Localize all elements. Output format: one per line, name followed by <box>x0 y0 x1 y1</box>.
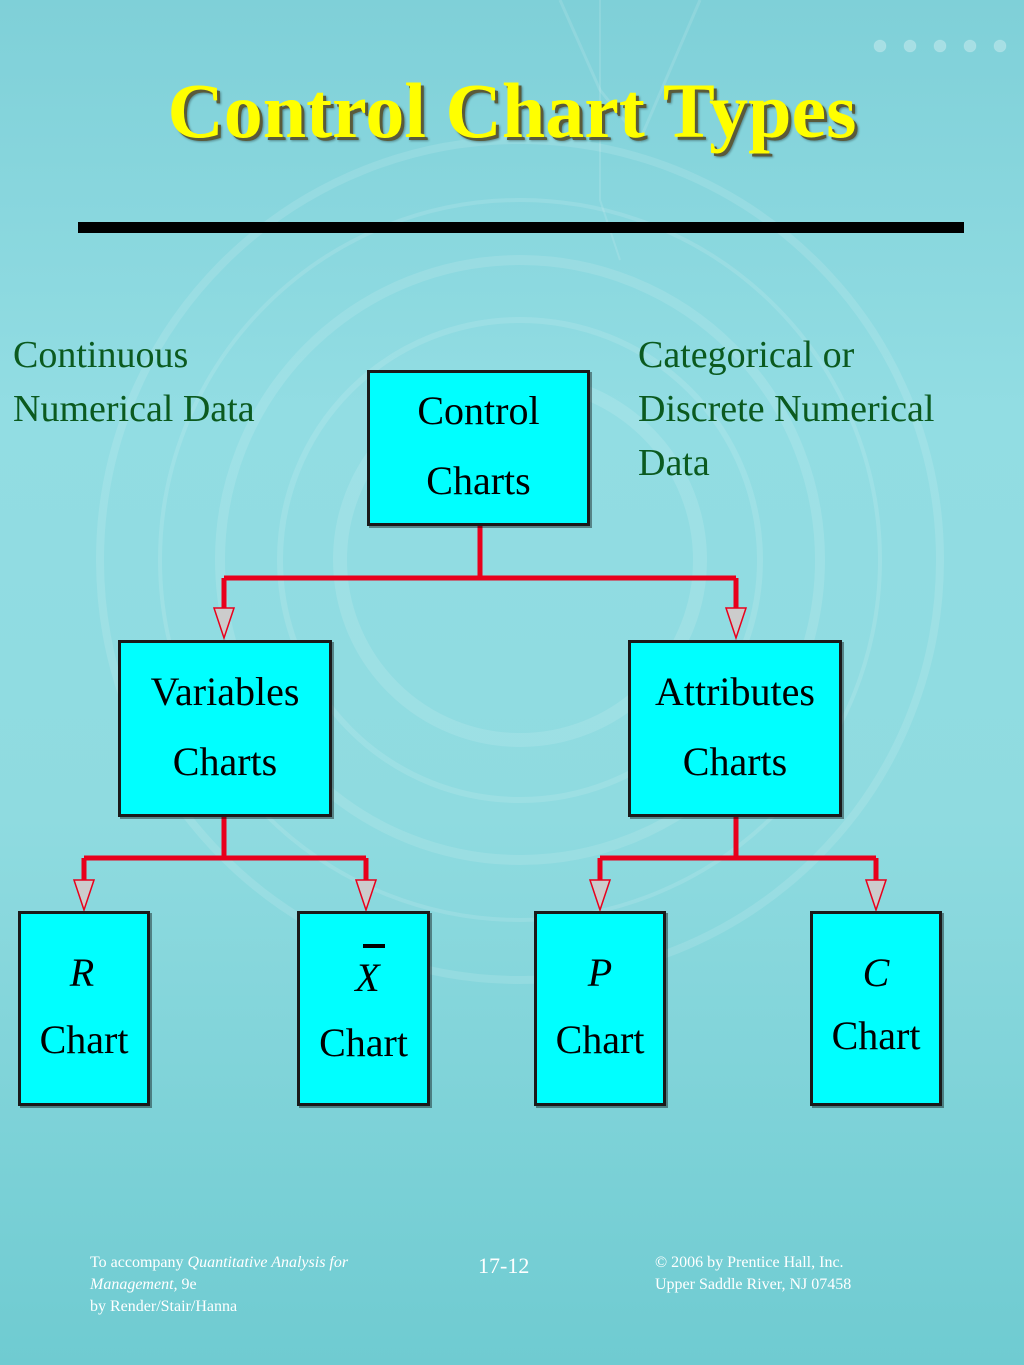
title-divider <box>78 222 964 233</box>
footer-book-title: Quantitative Analysis for Management, <box>90 1254 349 1293</box>
footer-authors: by Render/Stair/Hanna <box>90 1298 238 1315</box>
c-chart-box: C Chart <box>810 911 942 1106</box>
arrowhead-to-c-chart <box>864 879 888 913</box>
note-right-line-2: Discrete Numerical <box>638 388 935 430</box>
arrowhead-to-r-chart <box>72 879 96 913</box>
control-charts-line-1: Control <box>417 388 540 433</box>
footer-edition: 9e <box>177 1276 197 1293</box>
attributes-charts-line-2: Charts <box>682 739 788 784</box>
r-chart-label: Chart <box>39 1017 129 1062</box>
variables-charts-line-1: Variables <box>150 669 300 714</box>
arrowhead-to-attributes <box>724 607 748 641</box>
footer-book-credit: To accompany Quantitative Analysis for M… <box>90 1252 390 1318</box>
arrowhead-to-p-chart <box>588 879 612 913</box>
footer-copyright-line-2: Upper Saddle River, NJ 07458 <box>655 1276 852 1293</box>
r-chart-box: R Chart <box>18 911 150 1106</box>
xbar-chart-symbol: X <box>355 955 380 1000</box>
arrowhead-to-xbar-chart <box>354 879 378 913</box>
note-right-line-3: Data <box>638 442 710 484</box>
control-charts-box: Control Charts <box>367 370 590 526</box>
continuous-data-note: Continuous Numerical Data <box>13 328 255 436</box>
attributes-charts-line-1: Attributes <box>655 669 815 714</box>
control-charts-line-2: Charts <box>426 458 531 503</box>
slide-number: 17-12 <box>478 1253 530 1278</box>
note-right-line-1: Categorical or <box>638 334 855 376</box>
xbar-chart-box: X Chart <box>297 911 430 1106</box>
note-left-line-2: Numerical Data <box>13 388 255 430</box>
attributes-charts-box: Attributes Charts <box>628 640 842 817</box>
xbar-symbol: X <box>355 944 386 1001</box>
c-chart-label: Chart <box>831 1013 921 1058</box>
note-left-line-1: Continuous <box>13 334 189 376</box>
c-chart-symbol: C <box>862 950 890 995</box>
footer-prefix: To accompany <box>90 1254 188 1271</box>
footer-copyright: © 2006 by Prentice Hall, Inc. Upper Sadd… <box>655 1252 985 1296</box>
r-chart-symbol: R <box>69 950 95 995</box>
xbar-overline <box>363 944 386 948</box>
p-chart-box: P Chart <box>534 911 666 1106</box>
slide-title: Control Chart Types <box>167 67 857 154</box>
arrowhead-to-variables <box>212 607 236 641</box>
footer-copyright-line-1: © 2006 by Prentice Hall, Inc. <box>655 1254 844 1271</box>
p-chart-symbol: P <box>587 950 613 995</box>
categorical-data-note: Categorical or Discrete Numerical Data <box>638 328 934 490</box>
variables-charts-line-2: Charts <box>172 739 278 784</box>
xbar-chart-label: Chart <box>319 1020 408 1065</box>
p-chart-label: Chart <box>555 1017 645 1062</box>
variables-charts-box: Variables Charts <box>118 640 332 817</box>
xbar-chart-symbol-wrap: X <box>304 944 431 1001</box>
